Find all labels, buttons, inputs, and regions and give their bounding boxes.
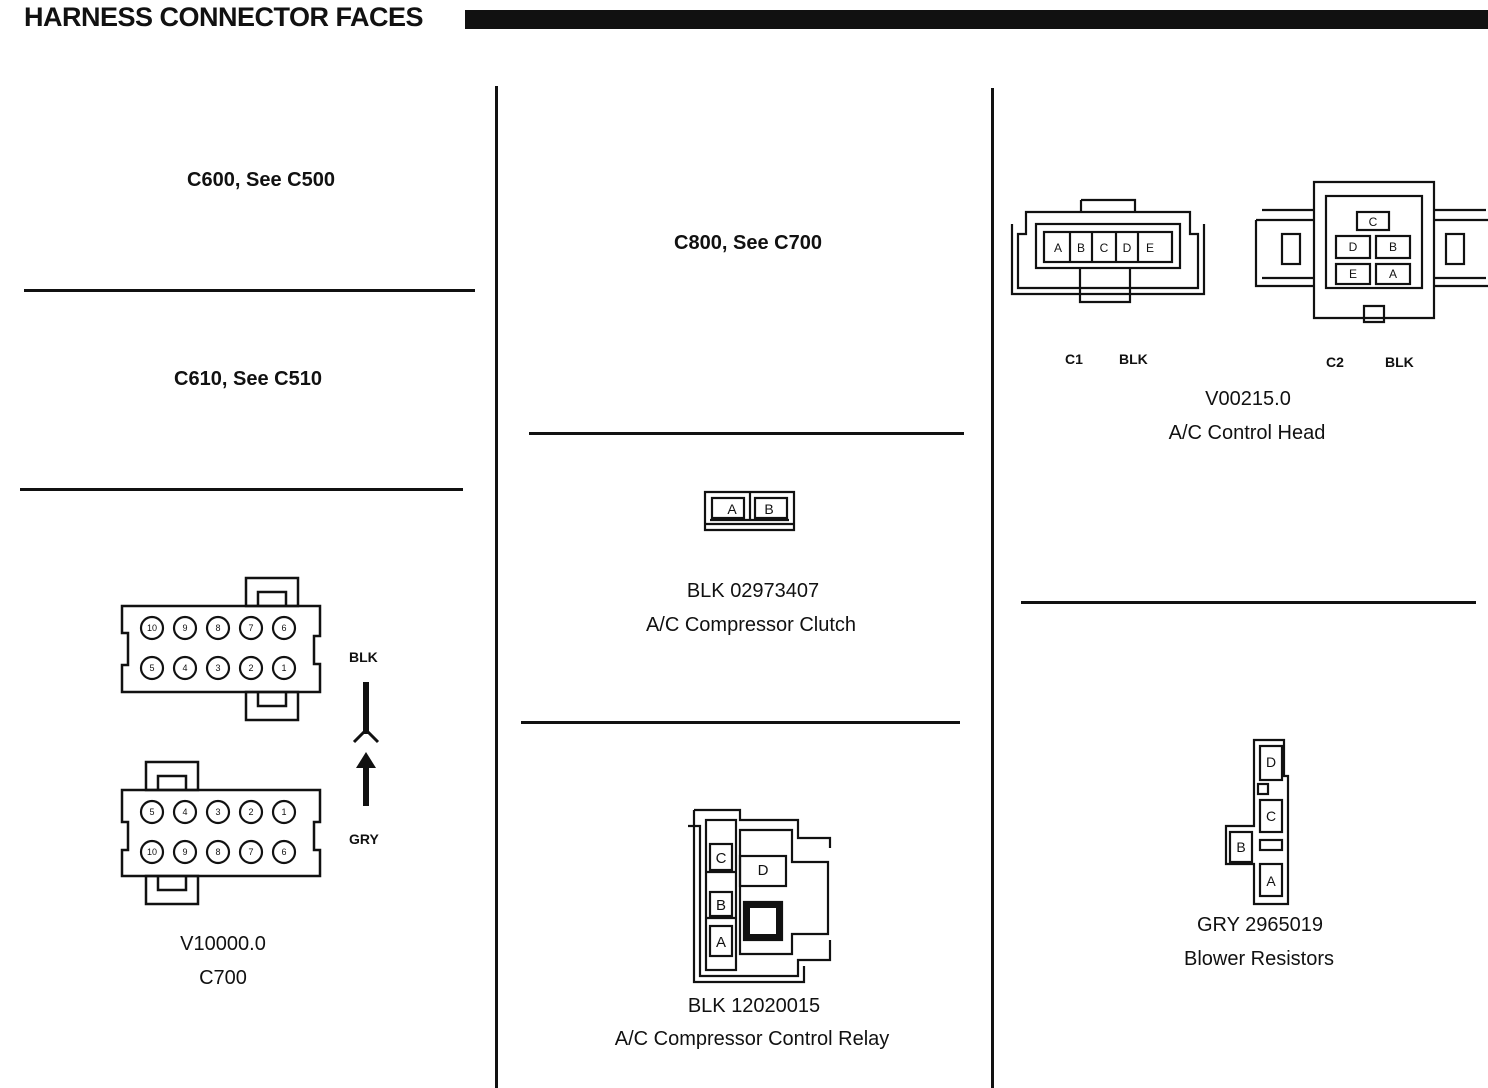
pin-label: D [758, 862, 769, 879]
pin-label: A [1389, 267, 1397, 281]
pin-label: 10 [147, 847, 157, 857]
pin-label: D [1123, 241, 1132, 255]
pin-label: B [1389, 240, 1397, 254]
control-head-c1-connector-diagram: A B C D E [1010, 198, 1206, 304]
pin-label: 1 [281, 663, 286, 673]
control-head-name: A/C Control Head [1168, 422, 1326, 444]
c610-reference: C610, See C510 [174, 368, 322, 390]
pin-label: 5 [149, 807, 154, 817]
c1-color: BLK [1119, 351, 1148, 367]
compressor-clutch-connector-diagram: A B [703, 490, 796, 532]
blower-name: Blower Resistors [1183, 948, 1335, 970]
c800-reference: C800, See C700 [674, 232, 822, 254]
blower-part-number: GRY 2965019 [1196, 914, 1324, 936]
c700-part-number: V10000.0 [180, 933, 266, 955]
pin-label: B [1077, 241, 1085, 255]
pin-label: C [1369, 215, 1378, 229]
relay-name: A/C Compressor Control Relay [614, 1028, 890, 1050]
clutch-part-number: BLK 02973407 [686, 580, 820, 602]
pin-label: E [1349, 267, 1357, 281]
divider-c610 [20, 488, 463, 491]
pin-label: 2 [248, 807, 253, 817]
divider-c600 [24, 289, 475, 292]
divider-c800 [529, 432, 964, 435]
control-head-part-number: V00215.0 [1205, 388, 1291, 410]
pin-label: 7 [248, 623, 253, 633]
c2-label: C2 [1326, 354, 1344, 370]
pin-label: A [727, 501, 737, 517]
pin-label: B [1236, 839, 1245, 855]
pin-label: 7 [248, 847, 253, 857]
divider-clutch [521, 721, 960, 724]
pin-label: 6 [281, 623, 286, 633]
relay-part-number: BLK 12020015 [687, 995, 821, 1017]
pin-label: 8 [215, 623, 220, 633]
pin-label: 4 [182, 807, 187, 817]
pin-label: D [1266, 754, 1276, 770]
column-divider-right [991, 88, 994, 1088]
pin-label: A [716, 934, 726, 951]
pin-label: 2 [248, 663, 253, 673]
compressor-relay-connector-diagram: C D B A [688, 808, 832, 984]
pin-label: 9 [182, 623, 187, 633]
pin-label: 8 [215, 847, 220, 857]
c700-upper-color: BLK [349, 649, 378, 665]
pin-label: 4 [182, 663, 187, 673]
c600-reference: C600, See C500 [187, 169, 335, 191]
page-title: HARNESS CONNECTOR FACES [24, 2, 424, 32]
pin-label: D [1349, 240, 1358, 254]
c1-label: C1 [1065, 351, 1083, 367]
pin-label: 3 [215, 663, 220, 673]
control-head-c2-connector-diagram: C D B E A [1254, 180, 1488, 324]
c2-color: BLK [1385, 354, 1414, 370]
pin-label: 6 [281, 847, 286, 857]
c700-lower-color: GRY [349, 831, 379, 847]
pin-label: B [764, 501, 773, 517]
pin-label: E [1146, 241, 1154, 255]
column-divider-left [495, 86, 498, 1088]
blower-resistors-connector-diagram: D C B A [1224, 738, 1290, 906]
pin-label: A [1266, 873, 1276, 889]
pin-label: B [716, 897, 726, 914]
clutch-name: A/C Compressor Clutch [645, 614, 857, 636]
pin-label: 5 [149, 663, 154, 673]
pin-label: C [1100, 241, 1109, 255]
pin-label: 1 [281, 807, 286, 817]
pin-label: 3 [215, 807, 220, 817]
c700-name: C700 [199, 967, 247, 989]
divider-control-head [1021, 601, 1476, 604]
pin-label: C [1266, 808, 1276, 824]
header-bar [465, 10, 1488, 29]
pin-label: 9 [182, 847, 187, 857]
pin-label: C [716, 850, 727, 867]
pin-label: A [1054, 241, 1062, 255]
c700-connector-diagram: 10 9 8 7 6 5 4 3 2 1 5 4 3 2 1 10 9 8 7 … [120, 576, 380, 906]
pin-label: 10 [147, 623, 157, 633]
